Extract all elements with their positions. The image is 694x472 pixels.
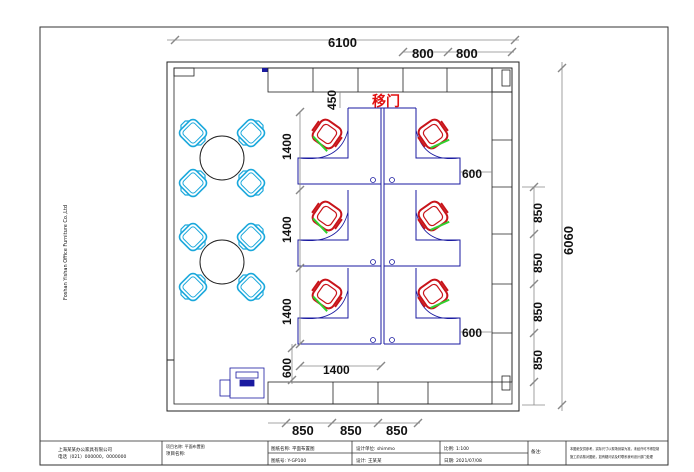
inner-wall — [173, 67, 513, 405]
dim-bottom-2: 850 — [340, 423, 362, 438]
dim-tick — [287, 343, 297, 353]
dim-tick — [295, 107, 305, 117]
dim-bottom-3: 850 — [386, 423, 408, 438]
dim-tick — [510, 35, 520, 45]
dim-tick — [295, 361, 305, 371]
meeting-chair — [178, 168, 208, 198]
dim-right-3: 850 — [531, 302, 545, 322]
office-chair — [417, 200, 450, 232]
dim-right-2: 850 — [531, 253, 545, 273]
dim-tick — [529, 182, 539, 192]
dim-tick — [529, 377, 539, 387]
dim-cab-top-1: 800 — [412, 46, 434, 61]
office-chair — [311, 118, 343, 152]
tb-company-2: 电话（021）000000，0000000 — [58, 453, 126, 460]
dim-tick — [443, 47, 453, 57]
dim-desk-row-3: 1400 — [280, 298, 294, 325]
tb-design-by: 设计: 王某某 — [356, 457, 382, 464]
sliding-door-label: 移门 — [372, 93, 400, 110]
bottom-cabinets — [267, 381, 493, 405]
dim-total-height: 6060 — [561, 226, 576, 255]
right-cabinets — [491, 91, 513, 391]
office-chair — [417, 118, 450, 150]
dim-tick — [413, 418, 423, 428]
dim-bottom-1: 850 — [292, 423, 314, 438]
workstation-area — [297, 107, 461, 345]
dim-tick — [373, 418, 383, 428]
tb-drawing-name: 图纸名称: 平面布置图 — [271, 445, 315, 452]
dimension-lines — [167, 35, 567, 428]
desk-right — [384, 268, 461, 345]
dim-tick — [281, 418, 291, 428]
top-cabinets — [267, 67, 513, 93]
office-chair — [311, 278, 343, 312]
meeting-chair — [236, 222, 266, 252]
office-chair — [311, 200, 343, 234]
side-company-text: Foshan Yishan Office Furniture Co.,Ltd — [63, 205, 69, 300]
dim-left-small: 600 — [280, 358, 294, 378]
dim-tick — [287, 375, 297, 385]
desk-left — [297, 190, 381, 267]
meeting-chair — [236, 168, 266, 198]
meeting-chair — [178, 222, 208, 252]
tb-company-1: 上海某某办公家具有限公司 — [58, 446, 112, 453]
desk-right — [384, 108, 461, 185]
dim-tick — [398, 47, 408, 57]
meeting-table — [199, 239, 245, 285]
door-marker — [262, 68, 268, 72]
dim-cab-top-2: 800 — [456, 46, 478, 61]
dim-right-4: 850 — [531, 350, 545, 370]
meeting-chair — [178, 118, 208, 148]
meeting-area — [178, 118, 266, 302]
dim-total-width: 6100 — [328, 35, 357, 50]
dim-desk-row-1: 1400 — [280, 133, 294, 160]
outer-wall — [166, 61, 520, 412]
dim-tick — [507, 47, 517, 57]
dim-tick — [557, 400, 567, 410]
meeting-chair — [178, 272, 208, 302]
dim-tick — [529, 279, 539, 289]
tb-note-1: 本图纸仅供参考，实际尺寸以现场测量为准，未经许可不得复制 — [570, 446, 659, 451]
dim-right-1: 850 — [531, 203, 545, 223]
tb-date: 日期: 2021/07/08 — [444, 458, 482, 464]
tb-note-2: 施工前请核对图纸，如有疑问请及时联系我司设计部门处理 — [570, 454, 654, 459]
desk-left — [297, 108, 381, 185]
dim-tick — [327, 418, 337, 428]
desk-right — [384, 190, 461, 267]
tb-note-label: 备注: — [531, 448, 542, 455]
dim-tick — [295, 185, 305, 195]
desk-left — [297, 268, 381, 345]
dim-tick — [295, 263, 305, 273]
dim-tick — [376, 361, 386, 371]
meeting-chair — [236, 272, 266, 302]
tb-drawing-no: 图纸号: Y-GP100 — [271, 457, 306, 464]
tb-scale: 比例: 1:100 — [444, 445, 469, 452]
dim-tick — [557, 63, 567, 73]
printer-icon — [219, 367, 265, 399]
dim-return-1: 600 — [462, 167, 482, 181]
office-chair — [417, 278, 450, 310]
dim-desk-width: 1400 — [323, 363, 350, 377]
dim-tick — [529, 328, 539, 338]
title-block — [39, 440, 669, 466]
wall-notch — [173, 67, 195, 77]
tb-design-unit: 设计单位: shimmo — [356, 445, 395, 452]
dim-tick — [529, 229, 539, 239]
dim-desk-depth: 450 — [325, 90, 339, 110]
dim-desk-row-2: 1400 — [280, 216, 294, 243]
meeting-table — [199, 135, 245, 181]
tb-project-2: 项目名称: — [166, 450, 186, 457]
meeting-chair — [236, 118, 266, 148]
tb-project-1: 项目名称: 平面布置图 — [166, 443, 205, 449]
dim-return-2: 600 — [462, 326, 482, 340]
dim-tick — [170, 35, 180, 45]
dim-tick — [295, 339, 305, 349]
